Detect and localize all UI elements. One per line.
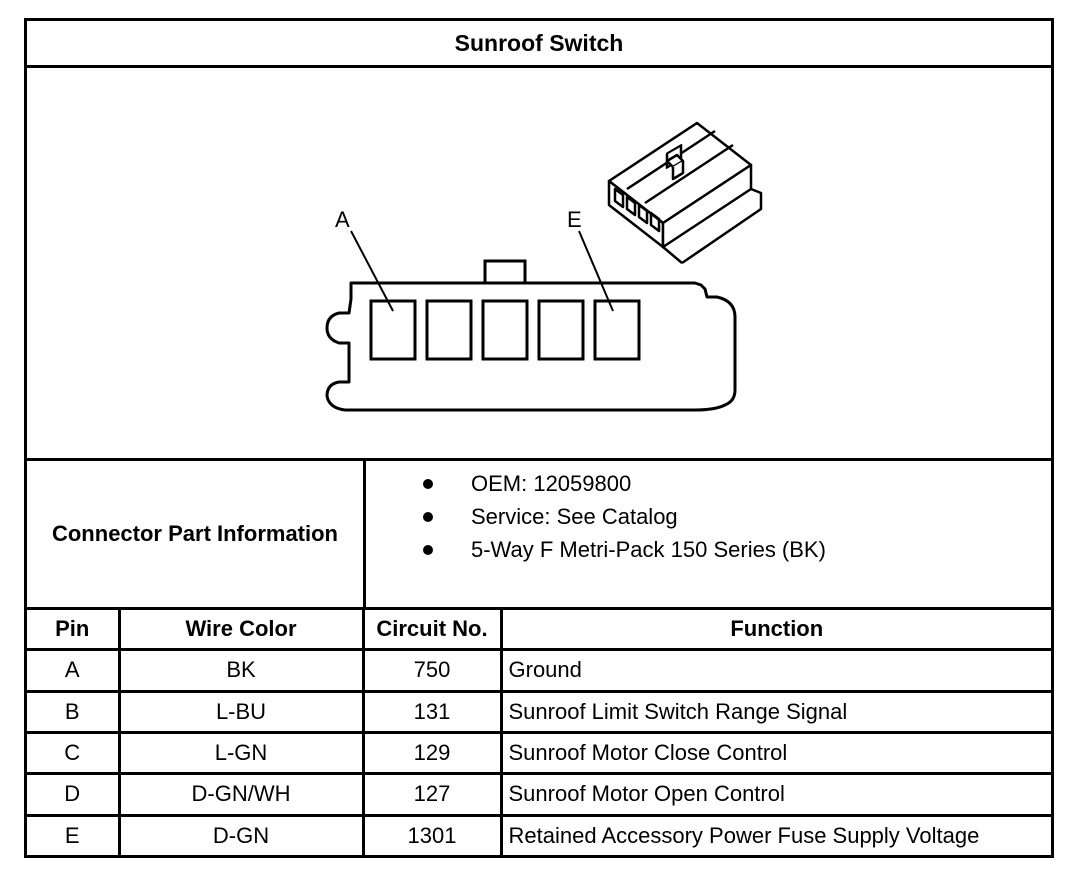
- connector-diagram: A E: [27, 65, 1051, 461]
- connector-description: 5-Way F Metri-Pack 150 Series (BK): [471, 537, 826, 562]
- leader-a: [350, 230, 394, 312]
- wire-color-cell: L-GN: [117, 730, 365, 776]
- oem-part-number: OEM: 12059800: [471, 471, 632, 496]
- connector-info-item: 5-Way F Metri-Pack 150 Series (BK): [367, 533, 826, 566]
- wire-color-cell: D-GN/WH: [117, 772, 365, 817]
- table-row: E D-GN 1301 Retained Accessory Power Fus…: [27, 813, 1051, 855]
- table-row: D D-GN/WH 127 Sunroof Motor Open Control: [27, 772, 1051, 817]
- wire-color-cell: D-GN: [117, 813, 365, 855]
- pin-cell: E: [27, 813, 121, 855]
- circuit-cell: 1301: [361, 813, 503, 855]
- bullet-icon: [423, 479, 433, 489]
- callout-e: E: [567, 207, 582, 232]
- pin-cell: D: [27, 772, 121, 817]
- bullet-icon: [423, 512, 433, 522]
- function-cell: Sunroof Motor Close Control: [499, 730, 1051, 776]
- connector-info-item: OEM: 12059800: [367, 467, 826, 500]
- circuit-cell: 131: [361, 689, 503, 734]
- connector-sheet: Sunroof Switch A E: [24, 18, 1054, 858]
- connector-outline: [325, 281, 737, 412]
- cavity-b: [425, 299, 473, 361]
- table-row: C L-GN 129 Sunroof Motor Close Control: [27, 730, 1051, 776]
- function-cell: Ground: [499, 648, 1051, 693]
- pin-cell: A: [27, 648, 121, 693]
- circuit-cell: 129: [361, 730, 503, 776]
- connector-info-label: Connector Part Information: [27, 461, 366, 607]
- cavity-d: [537, 299, 585, 361]
- page-title: Sunroof Switch: [27, 21, 1051, 68]
- function-cell: Sunroof Limit Switch Range Signal: [499, 689, 1051, 734]
- wire-color-cell: BK: [117, 648, 365, 693]
- connector-info-list: OEM: 12059800 Service: See Catalog 5-Way…: [367, 467, 826, 566]
- cavity-e: [593, 299, 641, 361]
- header-circuit-no: Circuit No.: [361, 610, 503, 652]
- header-pin: Pin: [27, 610, 121, 652]
- pin-cell: B: [27, 689, 121, 734]
- connector-face-drawing: A E: [325, 121, 763, 412]
- function-cell: Sunroof Motor Open Control: [499, 772, 1051, 817]
- table-row: A BK 750 Ground: [27, 648, 1051, 693]
- leader-e: [578, 230, 614, 312]
- wire-color-cell: L-BU: [117, 689, 365, 734]
- connector-part-information: Connector Part Information OEM: 12059800…: [27, 461, 1051, 610]
- header-function: Function: [499, 610, 1051, 652]
- connector-latch: [483, 259, 527, 285]
- connector-info-item: Service: See Catalog: [367, 500, 826, 533]
- bullet-icon: [423, 545, 433, 555]
- circuit-cell: 750: [361, 648, 503, 693]
- pin-table-header: Pin Wire Color Circuit No. Function: [27, 610, 1051, 652]
- service-part: Service: See Catalog: [471, 504, 678, 529]
- circuit-cell: 127: [361, 772, 503, 817]
- pin-cell: C: [27, 730, 121, 776]
- header-wire-color: Wire Color: [117, 610, 365, 652]
- function-cell: Retained Accessory Power Fuse Supply Vol…: [499, 813, 1051, 855]
- cavity-c: [481, 299, 529, 361]
- pin-table: Pin Wire Color Circuit No. Function A BK…: [27, 610, 1051, 855]
- callout-a: A: [335, 207, 350, 232]
- table-row: B L-BU 131 Sunroof Limit Switch Range Si…: [27, 689, 1051, 734]
- connector-iso-view: [607, 121, 763, 265]
